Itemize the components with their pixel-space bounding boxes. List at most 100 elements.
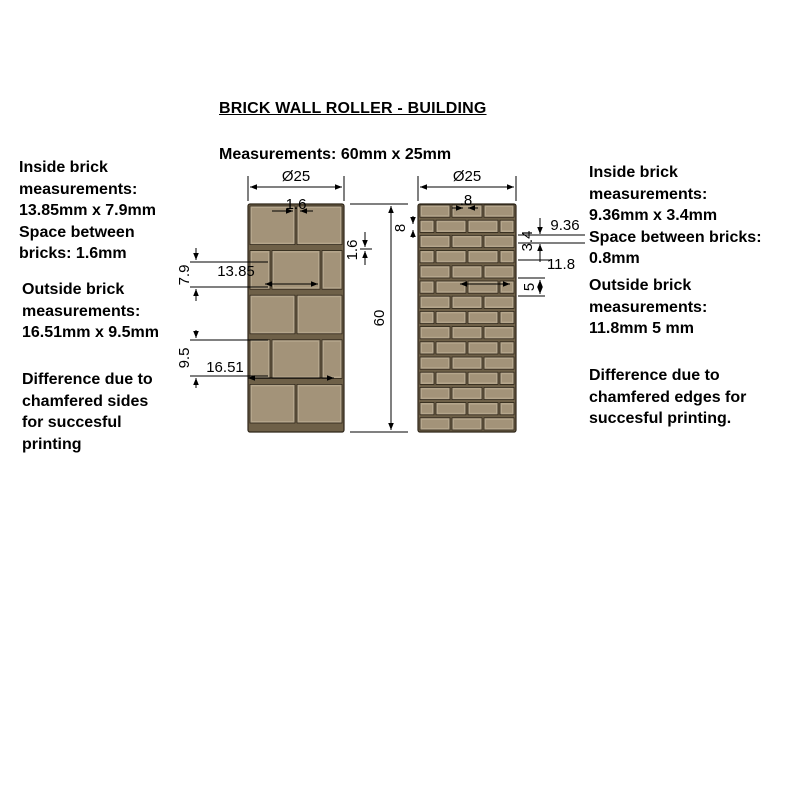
brick-face — [422, 252, 432, 261]
left-inside-height-label: 7.9 — [176, 265, 193, 286]
brick-face — [299, 386, 340, 421]
note-line: measurements: — [19, 180, 138, 198]
note-line: Outside brick — [22, 281, 125, 298]
roller-bricks — [419, 204, 515, 431]
brick-face — [502, 222, 512, 231]
note-line: for succesful — [22, 414, 122, 431]
large-brick-roller — [247, 203, 345, 433]
total-height-label: 60 — [371, 310, 388, 327]
right-inside-note: Inside brick measurements: 9.36mm x 3.4m… — [589, 162, 762, 270]
brick-face — [454, 207, 480, 216]
brick-face — [252, 386, 293, 421]
brick-face — [486, 359, 512, 368]
right-difference-note: Difference due to chamfered edges for su… — [589, 365, 746, 430]
note-line: chamfered sides — [22, 392, 149, 410]
brick-face — [252, 341, 268, 377]
left-outside-height-label: 9.5 — [176, 348, 193, 369]
brick-face — [470, 252, 496, 261]
brick-face — [252, 297, 293, 332]
note-line: Outside brick — [589, 277, 692, 294]
brick-face — [324, 252, 340, 288]
brick-face — [422, 328, 448, 337]
right-inside-width-label: 9.36 — [550, 217, 579, 234]
left-gap-label: 1.6 — [286, 196, 307, 213]
brick-face — [438, 343, 464, 352]
left-outside-note: Outside brick measurements: 16.51mm x 9.… — [22, 279, 159, 344]
right-outside-width-label: 11.8 — [547, 256, 575, 273]
brick-face — [470, 313, 496, 322]
left-diameter-label: Ø25 — [282, 168, 310, 185]
brick-face — [422, 267, 448, 276]
brick-face — [486, 419, 512, 428]
note-line: Inside brick — [589, 164, 678, 181]
brick-face — [274, 341, 318, 377]
brick-face — [454, 298, 480, 307]
note-line: 11.8mm 5 mm — [589, 320, 694, 337]
brick-face — [422, 419, 448, 428]
note-line: printing — [22, 435, 82, 453]
note-line: Difference due to — [589, 367, 720, 384]
note-line: succesful printing. — [589, 410, 732, 427]
brick-face — [438, 222, 464, 231]
right-gap-label: .8 — [460, 192, 473, 209]
left-inside-note: Inside brick measurements: 13.85mm x 7.9… — [19, 157, 156, 265]
page-subtitle: Measurements: 60mm x 25mm — [219, 146, 452, 163]
brick-face — [274, 252, 318, 288]
brick-face — [470, 222, 496, 231]
note-line: Space between — [19, 223, 135, 241]
brick-face — [422, 389, 448, 398]
brick-face — [422, 404, 432, 413]
brick-face — [422, 222, 432, 231]
brick-face — [502, 343, 512, 352]
brick-face — [438, 404, 464, 413]
brick-face — [454, 419, 480, 428]
right-gap-vertical-label: 8 — [392, 224, 409, 232]
brick-face — [422, 298, 448, 307]
brick-face — [422, 313, 432, 322]
brick-face — [502, 374, 512, 383]
brick-face — [470, 343, 496, 352]
brick-face — [502, 313, 512, 322]
note-line: 0.8mm — [589, 250, 640, 267]
brick-face — [422, 343, 432, 352]
brick-face — [470, 374, 496, 383]
left-dimension-lines — [190, 176, 408, 433]
note-line: measurements: — [589, 185, 708, 203]
brick-face — [454, 328, 480, 337]
note-line: 13.85mm x 7.9mm — [19, 202, 156, 219]
brick-face — [422, 237, 448, 246]
brick-face — [470, 404, 496, 413]
note-line: 9.36mm x 3.4mm — [589, 207, 718, 224]
brick-face — [502, 404, 512, 413]
brick-face — [454, 267, 480, 276]
brick-face — [486, 207, 512, 216]
brick-face — [454, 237, 480, 246]
brick-face — [422, 359, 448, 368]
brick-face — [252, 252, 268, 288]
brick-face — [252, 208, 293, 243]
note-line: 16.51mm x 9.5mm — [22, 324, 159, 341]
brick-face — [486, 389, 512, 398]
small-brick-roller — [417, 203, 517, 433]
note-line: chamfered edges for — [589, 388, 747, 406]
note-line: measurements: — [589, 298, 708, 316]
brick-face — [470, 283, 496, 292]
right-outside-height-label: 5 — [521, 283, 538, 291]
brick-face — [422, 207, 448, 216]
brick-face — [324, 341, 340, 377]
note-line: Inside brick — [19, 159, 108, 176]
brick-face — [486, 267, 512, 276]
brick-face — [438, 313, 464, 322]
brick-face — [486, 298, 512, 307]
right-inside-height-label: 3.4 — [519, 231, 536, 252]
right-diameter-label: Ø25 — [453, 168, 481, 185]
left-gap-vertical-label: 1.6 — [344, 240, 361, 261]
brick-face — [438, 252, 464, 261]
brick-face — [454, 359, 480, 368]
note-line: measurements: — [22, 302, 141, 320]
brick-face — [422, 374, 432, 383]
note-line: Difference due to — [22, 371, 153, 388]
brick-face — [502, 283, 512, 292]
left-difference-note: Difference due to chamfered sides for su… — [22, 369, 153, 455]
